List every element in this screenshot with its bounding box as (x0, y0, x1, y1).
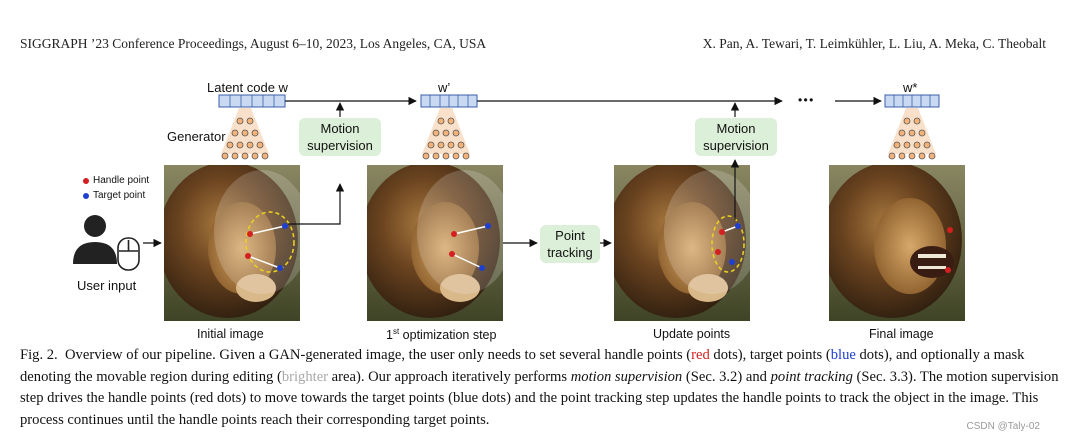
latent-vector-w (218, 94, 286, 108)
point-tracking-box: Point tracking (540, 225, 600, 263)
generator-network-3 (888, 108, 936, 160)
ellipsis: • • • (798, 93, 813, 107)
running-header-right: X. Pan, A. Tewari, T. Leimkühler, L. Liu… (702, 36, 1046, 51)
legend-target-dot (83, 193, 89, 199)
lion-image-first-step (367, 165, 503, 321)
generator-network-1 (221, 108, 269, 160)
pipeline-figure (73, 94, 965, 321)
figure-caption: Fig. 2. Overview of our pipeline. Given … (20, 347, 1059, 428)
watermark: CSDN @Taly-02 (966, 421, 1040, 432)
legend-handle-label: Handle point (93, 175, 150, 186)
lion-image-initial (164, 165, 300, 321)
top-arrows (285, 96, 882, 117)
generator-network-2 (422, 108, 470, 160)
w-prime-label: w’ (438, 80, 451, 95)
mouse-icon (117, 237, 140, 271)
legend-target-label: Target point (93, 190, 146, 201)
panel-label-final: Final image (869, 327, 934, 341)
latent-vector-w-prime (420, 94, 478, 108)
user-input-label: User input (77, 278, 137, 293)
panel-label-update: Update points (653, 327, 731, 341)
generator-label: Generator (167, 129, 226, 144)
latent-code-label: Latent code w (207, 80, 288, 95)
motion-supervision-box-2: Motion supervision (695, 118, 777, 156)
panel-label-initial: Initial image (197, 327, 264, 341)
lion-image-final (829, 165, 965, 321)
running-header-left: SIGGRAPH ’23 Conference Proceedings, Aug… (20, 36, 487, 51)
flow-arrows (143, 159, 740, 248)
panel-label-first-step: 1st optimization step (386, 327, 497, 343)
legend-handle-dot (83, 178, 89, 184)
lion-image-update-points (614, 165, 750, 321)
user-icon (73, 215, 117, 264)
latent-vector-w-star (884, 94, 940, 108)
motion-supervision-box-1: Motion supervision (299, 118, 381, 156)
w-star-label: w* (903, 80, 918, 95)
